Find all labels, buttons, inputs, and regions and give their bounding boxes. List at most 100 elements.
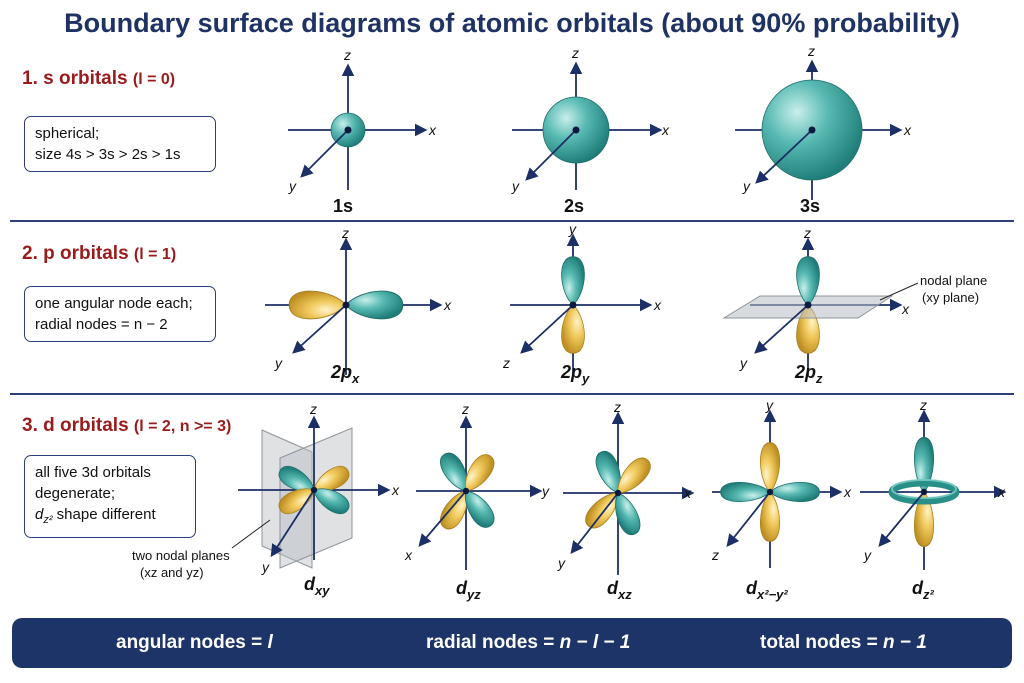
label-dxy-sub: xy bbox=[314, 583, 330, 598]
axis-z-label: z bbox=[341, 225, 349, 241]
dz2-torus bbox=[888, 479, 960, 505]
p-heading-text: 2. p orbitals bbox=[22, 243, 129, 264]
axis-x-label: x bbox=[391, 482, 400, 498]
orbital-2pz: x z y nodal plane (xy plane) 2pz bbox=[722, 225, 987, 386]
nodal-plane-label-1: nodal plane bbox=[920, 273, 987, 288]
radial-nodes-text: radial nodes = bbox=[426, 632, 560, 653]
axis-z-label: z bbox=[343, 47, 351, 63]
angular-nodes-text: angular nodes = bbox=[116, 632, 268, 653]
nodal-plane-pointer bbox=[879, 282, 919, 301]
axis-x-label: x bbox=[653, 297, 662, 313]
s-note-line2: size 4s > 3s > 2s > 1s bbox=[35, 146, 181, 163]
axis-z-label: z bbox=[502, 355, 510, 371]
s-orbitals-heading: 1. s orbitals (l = 0) bbox=[22, 68, 175, 90]
radial-nodes-formula: radial nodes = n − l − 1 bbox=[426, 632, 630, 654]
label-dx2-y2-sub: x²−y² bbox=[756, 587, 788, 602]
label-2px-sub: x bbox=[351, 371, 360, 386]
nodal-plane-yz bbox=[279, 427, 353, 569]
label-dx2-y2: dx²−y² bbox=[746, 578, 788, 602]
d-note-box: all five 3d orbitals degenerate; dz² sha… bbox=[24, 455, 196, 538]
axis-x-label: x bbox=[428, 122, 437, 138]
axis-y-label: y bbox=[765, 397, 774, 413]
p-note-line1: one angular node each; bbox=[35, 295, 193, 312]
label-2py-main: 2p bbox=[560, 362, 582, 382]
orbital-2s: x z y 2s bbox=[511, 45, 670, 216]
label-2py: 2py bbox=[560, 362, 590, 386]
divider-1 bbox=[10, 220, 1014, 222]
label-2pz: 2pz bbox=[794, 362, 823, 386]
axis-z-label: z bbox=[613, 399, 621, 415]
axis-y-label: y bbox=[261, 559, 270, 575]
total-nodes-formula: total nodes = n − 1 bbox=[760, 632, 927, 654]
label-dxz: dxz bbox=[607, 578, 632, 602]
d-heading-text: 3. d orbitals bbox=[22, 415, 129, 436]
axis-y-label: y bbox=[541, 483, 550, 499]
p-heading-params: (l = 1) bbox=[133, 246, 177, 263]
axis-z-label: z bbox=[919, 397, 927, 413]
axis-x-label: x bbox=[443, 297, 452, 313]
axis-x-label: x bbox=[683, 485, 692, 501]
d-note-dz2-sub: z² bbox=[43, 514, 53, 526]
label-3s: 3s bbox=[800, 196, 820, 216]
label-dz2-main: d bbox=[912, 578, 924, 598]
d-note-line3: dz² shape different bbox=[35, 504, 185, 531]
label-2pz-sub: z bbox=[815, 371, 823, 386]
orbital-dx2-y2: x y z dx²−y² bbox=[711, 397, 852, 602]
s-note-box: spherical; size 4s > 3s > 2s > 1s bbox=[24, 116, 216, 172]
d-orbitals-heading: 3. d orbitals (l = 2, n >= 3) bbox=[22, 415, 231, 437]
axis-y-label: y bbox=[288, 178, 297, 194]
axis-y-label: y bbox=[511, 178, 520, 194]
orbital-1s: x z y 1s bbox=[288, 47, 437, 216]
s-heading-params: (l = 0) bbox=[132, 71, 176, 88]
orbital-dyz: y z x dyz bbox=[404, 401, 550, 602]
orbital-dxy: x z y two nodal planes (xz and yz) dxy bbox=[132, 401, 400, 598]
orbital-2px: x z y 2px bbox=[265, 225, 452, 386]
orbital-dxz: x z y dxz bbox=[557, 399, 695, 602]
p-note-box: one angular node each; radial nodes = n … bbox=[24, 286, 216, 342]
label-dyz-main: d bbox=[456, 578, 468, 598]
s-heading-text: 1. s orbitals bbox=[22, 68, 128, 89]
label-dz2-sub: z² bbox=[922, 587, 935, 602]
axis-y-label: y bbox=[568, 221, 577, 237]
axis-y-label: y bbox=[274, 355, 283, 371]
divider-2 bbox=[10, 393, 1014, 395]
label-2px-main: 2p bbox=[330, 362, 352, 382]
axis-x-label: x bbox=[901, 301, 910, 317]
axis-y-label: y bbox=[739, 355, 748, 371]
axis-z-label: z bbox=[807, 43, 815, 59]
nodal-plane-label-2: (xy plane) bbox=[922, 290, 979, 305]
d-note-line2: degenerate; bbox=[35, 485, 116, 502]
orbital-3s: x z y 3s bbox=[735, 43, 912, 216]
axis-x-label: x bbox=[997, 484, 1006, 500]
axis-y-label: y bbox=[557, 555, 566, 571]
axis-z-label: z bbox=[309, 401, 317, 417]
d-heading-params: (l = 2, n >= 3) bbox=[133, 418, 232, 435]
total-nodes-text: total nodes = bbox=[760, 632, 883, 653]
radial-nodes-var: n − l − 1 bbox=[559, 632, 631, 653]
orbital-dz2: x z y dz² bbox=[860, 397, 1007, 602]
page-title: Boundary surface diagrams of atomic orbi… bbox=[64, 8, 960, 38]
label-2pz-main: 2p bbox=[794, 362, 816, 382]
label-dz2: dz² bbox=[912, 578, 935, 602]
s-note-line1: spherical; bbox=[35, 125, 100, 142]
axis-x-label: x bbox=[661, 122, 670, 138]
angular-nodes-formula: angular nodes = l bbox=[116, 632, 273, 654]
node-formulas-bar: angular nodes = l radial nodes = n − l −… bbox=[12, 618, 1012, 668]
orbital-2py: x y z 2py bbox=[502, 221, 662, 386]
axis-y-label: y bbox=[742, 178, 751, 194]
d-note-dz2-main: d bbox=[35, 506, 44, 523]
label-dxz-sub: xz bbox=[617, 587, 632, 602]
angular-nodes-var: l bbox=[267, 632, 273, 653]
nodal-planes-pointer bbox=[231, 519, 271, 549]
p-orbitals-heading: 2. p orbitals (l = 1) bbox=[22, 243, 176, 265]
axis-z-label: z bbox=[461, 401, 469, 417]
label-dx2-y2-main: d bbox=[746, 578, 758, 598]
nodal-planes-label-2: (xz and yz) bbox=[140, 565, 204, 580]
axis-z-label: z bbox=[711, 547, 719, 563]
label-dyz-sub: yz bbox=[466, 587, 481, 602]
d-note-line3-rest: shape different bbox=[52, 506, 156, 523]
axis-z-label: z bbox=[571, 45, 579, 61]
p-note-line2: radial nodes = n − 2 bbox=[35, 316, 168, 333]
axis-x-label: x bbox=[843, 484, 852, 500]
